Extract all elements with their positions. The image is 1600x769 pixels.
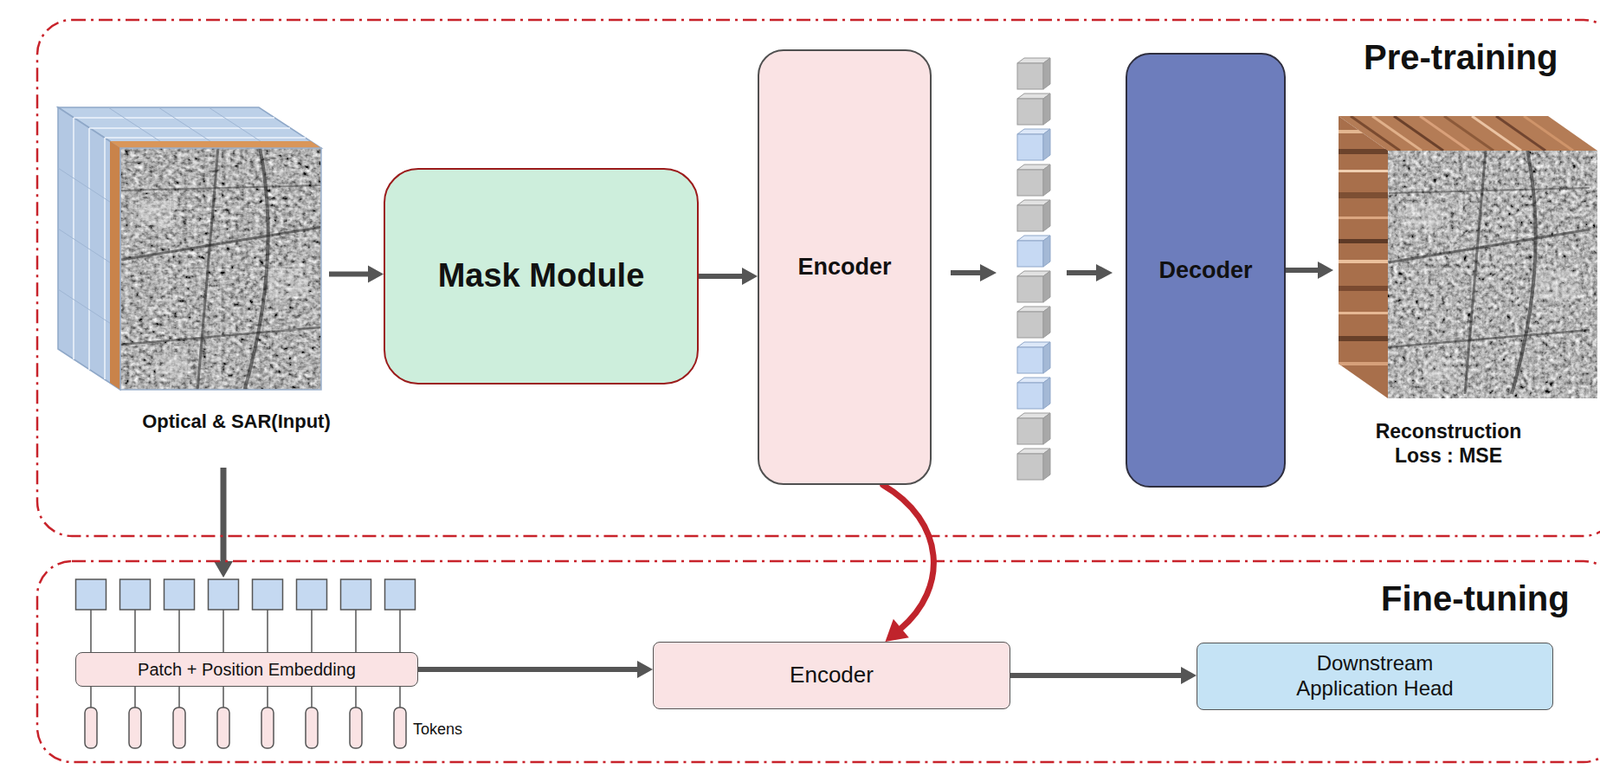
arrow-line	[329, 271, 370, 278]
patch-grid	[120, 148, 322, 390]
stage-region: Pre-trainingOptical & SAR(Input) Mask Mod…	[35, 18, 1600, 538]
token-stack	[1017, 58, 1051, 480]
connector	[418, 660, 653, 678]
box-text: Downstream Application Head	[1270, 651, 1479, 702]
connector	[698, 267, 758, 285]
box-text: Decoder	[1158, 256, 1252, 284]
dashed-outline	[37, 19, 1600, 536]
cube-side	[1338, 116, 1388, 399]
sar-slice	[109, 141, 121, 390]
flow-arrow	[950, 264, 997, 282]
token-cube	[1017, 58, 1051, 90]
masked-token-cube	[1017, 377, 1051, 409]
arrow-head	[1180, 666, 1197, 684]
encoder-box: Encoder	[652, 641, 1011, 710]
stripes	[1338, 129, 1388, 366]
input-cube	[58, 107, 323, 392]
token-cube	[1017, 448, 1051, 480]
flow-arrow	[1066, 264, 1113, 282]
token-cube	[1017, 306, 1051, 338]
curved-connector	[883, 484, 935, 630]
arrow-head	[367, 265, 384, 284]
box-text: Patch + Position Embedding	[137, 658, 356, 680]
image-detail	[1387, 150, 1590, 394]
token-cube	[1017, 93, 1051, 125]
image-border	[120, 148, 322, 390]
masked-token-cube	[1017, 341, 1051, 374]
stage-region: Fine-tuningPatch + Position Embedding Enc…	[35, 559, 1600, 764]
box-text: Encoder	[797, 252, 891, 281]
head-box: Downstream Application Head	[1196, 642, 1554, 710]
box-text: Mask Module	[438, 256, 646, 297]
input-data: Optical & SAR(Input)	[51, 107, 330, 441]
token-cube	[1017, 200, 1051, 232]
embedding-box: Patch + Position Embedding	[75, 651, 419, 687]
connector	[329, 265, 384, 284]
masked-token-cube	[1017, 129, 1051, 161]
optical-image	[120, 148, 322, 390]
dashed-outline	[37, 561, 1600, 762]
connector	[1285, 261, 1334, 279]
token-cube	[1017, 164, 1051, 196]
output-cube	[1338, 116, 1598, 399]
region-title: Pre-training	[1363, 36, 1558, 78]
caption-text: Optical & SAR(Input)	[97, 410, 375, 433]
box-text: Encoder	[789, 661, 874, 689]
image-detail	[120, 148, 322, 390]
region-title: Fine-tuning	[1380, 577, 1570, 620]
encoder-box: Encoder	[757, 49, 932, 485]
patch-squares	[76, 579, 416, 610]
arrow-head	[637, 660, 653, 678]
connector	[1010, 666, 1197, 684]
connector	[883, 484, 935, 642]
masked-token-cube	[1017, 235, 1051, 267]
caption-text: Reconstruction Loss : MSE	[1361, 419, 1536, 468]
stripes	[1350, 116, 1574, 151]
sar-slice	[109, 141, 322, 149]
reconstructed-image	[1387, 150, 1598, 399]
arrow-head	[1317, 261, 1334, 279]
arrow-head	[741, 267, 758, 285]
arrow-line	[1010, 672, 1183, 678]
arrow-line	[1285, 267, 1320, 273]
token-cube	[1017, 270, 1051, 303]
arrow-line	[698, 273, 744, 279]
tokens-label: Tokens	[412, 720, 463, 740]
arrow-line	[418, 666, 639, 672]
decoder-box: Decoder	[1125, 52, 1286, 488]
token-cube	[1017, 412, 1051, 445]
reconstruction-output: Reconstruction Loss : MSE	[1333, 112, 1594, 477]
token-bars	[84, 707, 407, 749]
mask-module-box: Mask Module	[383, 167, 699, 385]
